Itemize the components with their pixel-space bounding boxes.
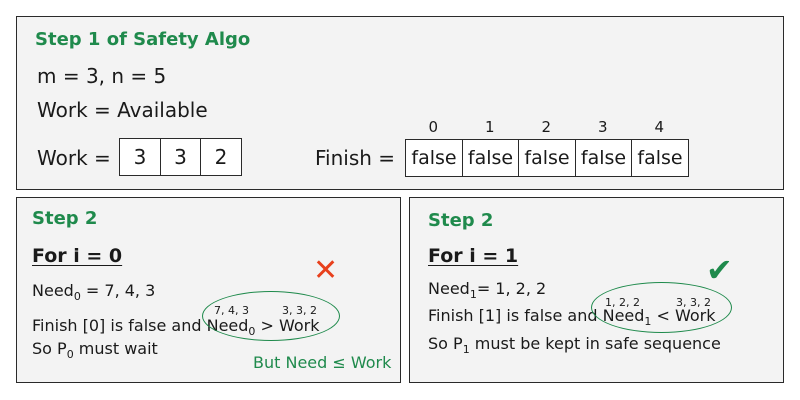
loop-heading: For i = 0: [32, 245, 123, 267]
finish-index: 2: [541, 118, 552, 136]
annotation-work: 3, 3, 2: [282, 304, 317, 317]
annotation-need: 7, 4, 3: [214, 304, 249, 317]
highlight-ellipse: [591, 282, 732, 333]
step2-title: Step 2: [428, 210, 494, 231]
work-cell: 2: [200, 138, 242, 176]
finish-cell: false: [574, 139, 633, 177]
work-cell: 3: [159, 138, 202, 176]
need-line: Need0 = 7, 4, 3: [32, 281, 156, 304]
finish-array: false false false false false: [405, 139, 689, 177]
step1-title: Step 1 of Safety Algo: [35, 29, 251, 50]
finish-index: 3: [597, 118, 608, 136]
work-cell: 3: [119, 138, 161, 176]
need-line: Need1= 1, 2, 2: [428, 279, 547, 302]
work-available-text: Work = Available: [37, 98, 208, 122]
finish-cell: false: [631, 139, 689, 177]
loop-heading: For i = 1: [428, 245, 519, 267]
finish-label: Finish =: [315, 146, 396, 170]
so-line: So P1 must be kept in safe sequence: [428, 334, 721, 357]
check-icon: ✔: [706, 251, 733, 289]
cross-icon: ✕: [313, 253, 339, 288]
step2-title: Step 2: [32, 208, 98, 229]
annotation-work: 3, 3, 2: [676, 296, 711, 309]
annotation-need: 1, 2, 2: [605, 296, 640, 309]
finish-cell: false: [518, 139, 576, 177]
mn-text: m = 3, n = 5: [37, 64, 167, 88]
finish-index: 1: [484, 118, 495, 136]
work-label: Work =: [37, 146, 111, 170]
finish-cell: false: [461, 139, 520, 177]
finish-index: 4: [654, 118, 665, 136]
highlight-ellipse: [202, 291, 340, 341]
so-line: So P0 must wait: [32, 339, 158, 362]
step1-panel: Step 1 of Safety Algo m = 3, n = 5 Work …: [16, 16, 784, 190]
finish-index-row: 0 1 2 3 4: [405, 118, 688, 136]
finish-index: 0: [428, 118, 439, 136]
step2-panel-i0: Step 2 For i = 0 Need0 = 7, 4, 3 Finish …: [16, 197, 401, 383]
work-array: 3 3 2: [119, 138, 242, 176]
finish-cell: false: [405, 139, 463, 177]
note-text: But Need ≤ Work: [253, 353, 392, 372]
step2-panel-i1: Step 2 For i = 1 Need1= 1, 2, 2 Finish […: [409, 197, 784, 383]
